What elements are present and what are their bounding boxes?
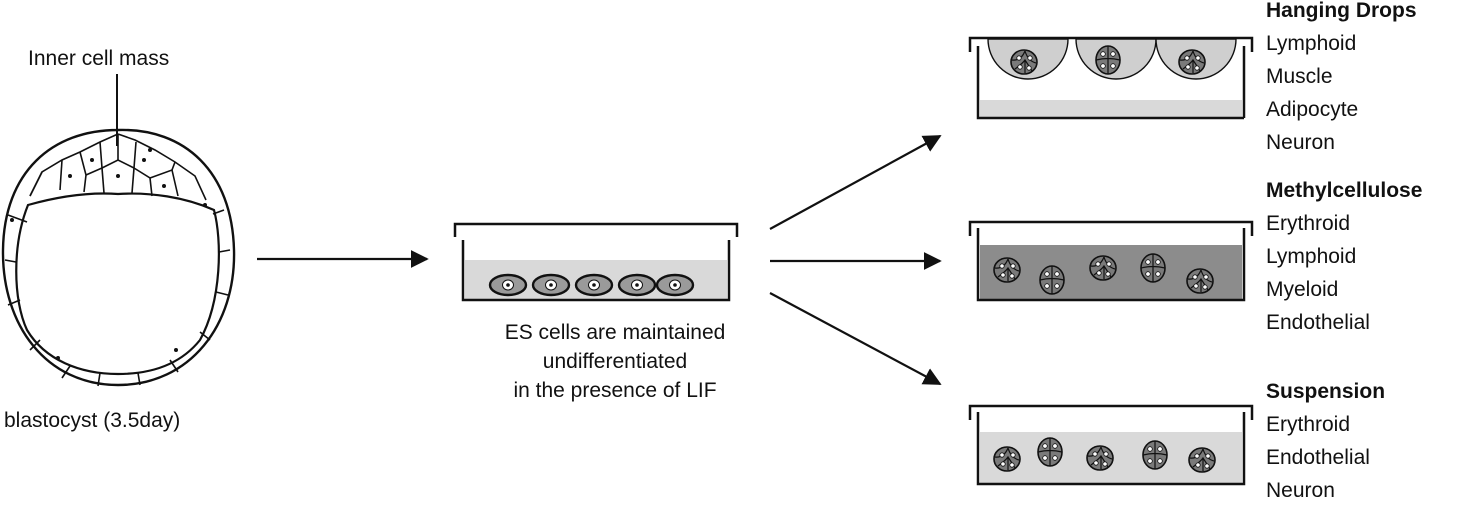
methylcellulose-list: Methylcellulose Erythroid Lymphoid Myelo…: [1266, 174, 1422, 339]
lineage-item: Endothelial: [1266, 446, 1370, 469]
embryoid-body: [1186, 268, 1214, 294]
es-caption-line: ES cells are maintained: [504, 321, 726, 344]
embryoid-body: [1178, 49, 1206, 75]
lineage-item: Erythroid: [1266, 413, 1351, 436]
embryoid-body: [993, 446, 1021, 472]
blastocoel-cavity: [15, 192, 220, 376]
lineage-item: Lymphoid: [1266, 245, 1357, 268]
es-cell: [617, 273, 657, 297]
embryoid-body: [1089, 255, 1117, 281]
embryoid-body: [1140, 253, 1166, 283]
es-cell: [655, 273, 695, 297]
es-caption-line: in the presence of LIF: [513, 379, 717, 402]
es-cells-caption: ES cells are maintained undifferentiated…: [485, 318, 745, 405]
embryoid-body: [1039, 265, 1065, 295]
embryoid-body: [1188, 447, 1216, 473]
lineage-item: Myeloid: [1266, 278, 1339, 301]
embryoid-body: [993, 257, 1021, 283]
methylcellulose-dish: [968, 220, 1254, 302]
arrow-to-hanging-drops: [769, 135, 942, 230]
hanging-drops-list: Hanging Drops Lymphoid Muscle Adipocyte …: [1266, 0, 1417, 159]
arrow-to-suspension: [769, 292, 942, 385]
blastocyst: [1, 74, 236, 387]
suspension-list: Suspension Erythroid Endothelial Neuron: [1266, 375, 1385, 507]
lineage-item: Lymphoid: [1266, 32, 1357, 55]
condition-title: Methylcellulose: [1266, 179, 1423, 202]
es-cell: [531, 273, 571, 297]
es-caption-line: undifferentiated: [542, 350, 688, 373]
blastocyst-label: blastocyst (3.5day): [4, 409, 181, 432]
lineage-item: Muscle: [1266, 65, 1333, 88]
condition-title: Suspension: [1266, 380, 1386, 403]
embryoid-body: [1142, 440, 1168, 470]
lineage-item: Endothelial: [1266, 311, 1370, 334]
suspension-dish: [968, 404, 1254, 486]
lineage-item: Neuron: [1266, 479, 1335, 502]
lineage-item: Neuron: [1266, 131, 1335, 154]
es-culture-dish: [453, 222, 739, 302]
lineage-item: Adipocyte: [1266, 98, 1359, 121]
condition-title: Hanging Drops: [1266, 0, 1417, 22]
embryoid-body: [1086, 445, 1114, 471]
inner-cell-mass-label: Inner cell mass: [28, 47, 170, 70]
es-cell: [574, 273, 614, 297]
hanging-drops-dish: [968, 36, 1254, 120]
embryoid-body: [1037, 437, 1063, 467]
es-cell: [488, 273, 528, 297]
lineage-item: Erythroid: [1266, 212, 1351, 235]
embryoid-body: [1095, 45, 1121, 75]
embryoid-body: [1010, 49, 1038, 75]
